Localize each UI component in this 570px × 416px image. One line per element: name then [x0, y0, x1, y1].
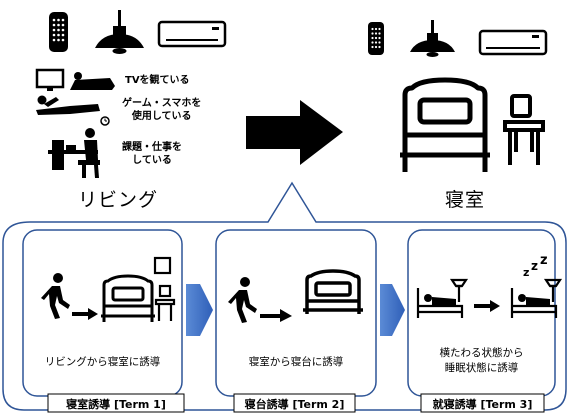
sleeping-icon	[510, 278, 563, 318]
chair-icon	[503, 94, 545, 165]
sleeping-icon	[416, 278, 469, 318]
small-arrow-icon	[72, 308, 98, 320]
walking-person-icon	[228, 277, 257, 323]
person-lying-icon	[36, 95, 110, 126]
stage-1-title: 寝室誘導 [Term 1]	[66, 398, 166, 411]
bed-icon	[303, 269, 363, 314]
activity-label-tv: TVを観ている	[125, 75, 190, 86]
svg-text:z: z	[531, 259, 538, 273]
ceiling-lamp-icon	[95, 10, 144, 54]
walking-person-icon	[41, 273, 70, 319]
stage-2-caption: 寝室から寝台に誘導	[248, 356, 344, 368]
activity-label-work: 課題・仕事を している	[122, 142, 182, 166]
stage-2-title: 寝台誘導 [Term 2]	[244, 398, 345, 411]
small-arrow-icon	[260, 309, 292, 322]
stage-1-title-box	[47, 393, 185, 413]
small-arrow-icon	[474, 300, 500, 312]
arrow-icon	[246, 100, 343, 165]
chair-icon	[154, 284, 176, 321]
svg-text:z: z	[540, 253, 548, 268]
air-conditioner-icon	[478, 29, 548, 56]
smart-speaker-icon	[368, 22, 384, 55]
stage-3-title: 就寝誘導 [Term 3]	[432, 398, 533, 411]
zzz-icon: z z z	[523, 253, 548, 279]
window-icon	[153, 256, 172, 275]
stage-arrow-1	[186, 284, 213, 336]
activity-label-game: ゲーム・スマホを 使用している	[122, 98, 202, 122]
stage-arrow-2	[380, 284, 405, 336]
person-lying-icon	[70, 72, 115, 90]
svg-text:z: z	[523, 266, 529, 279]
living-room-label: リビング	[78, 189, 159, 211]
smart-speaker-icon	[49, 12, 68, 52]
tv-icon	[35, 68, 65, 91]
stage-3-title-box	[420, 393, 545, 413]
stage-1-caption: リビングから寝室に誘導	[44, 356, 161, 368]
bed-icon	[101, 274, 155, 322]
ceiling-lamp-icon	[410, 20, 455, 57]
stage-3-caption: 横たわる状態から 睡眠状態に誘導	[439, 347, 524, 374]
bedroom-label: 寝室	[445, 189, 486, 211]
air-conditioner-icon	[157, 20, 227, 48]
person-desk-icon	[48, 128, 100, 178]
bed-icon	[400, 77, 490, 172]
stage-2-title-box	[233, 393, 356, 413]
